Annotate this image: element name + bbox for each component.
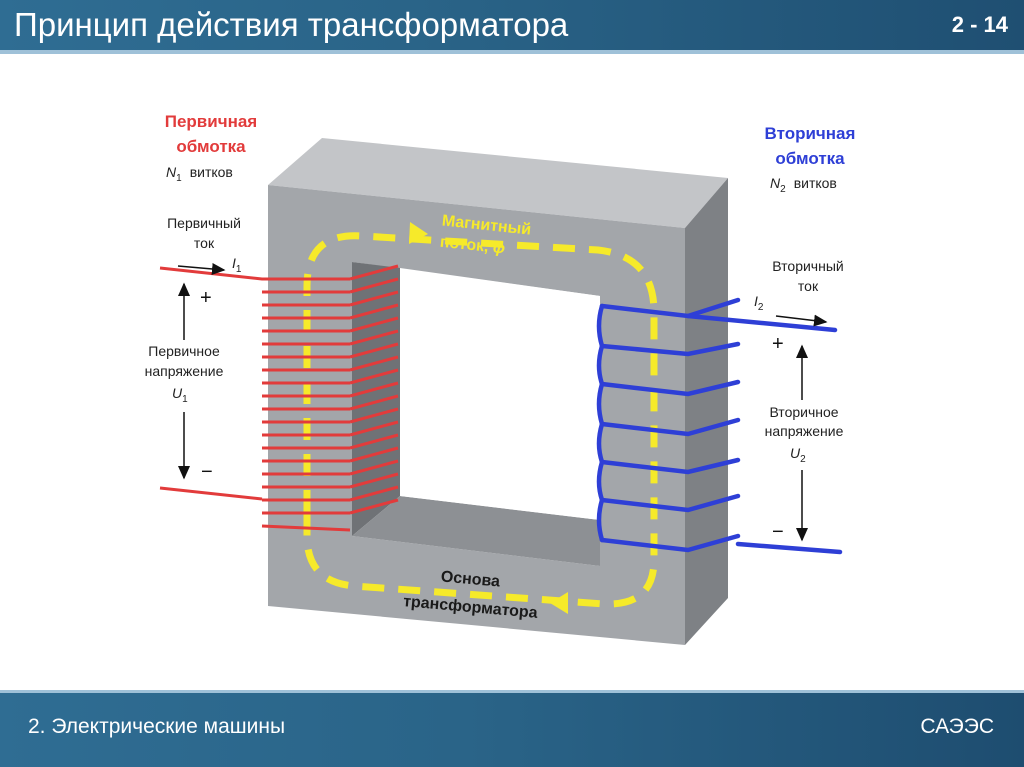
- footer-section: 2. Электрические машины: [28, 715, 286, 738]
- primary-voltage-label-line2: напряжение: [145, 363, 224, 379]
- core-top-face: [268, 138, 728, 228]
- core-window-depth-bottom: [352, 496, 600, 566]
- primary-current-label-line1: Первичный: [167, 215, 241, 231]
- slide-title: Принцип действия трансформатора: [14, 6, 569, 43]
- secondary-plus: +: [772, 333, 784, 355]
- core-window: [400, 268, 600, 520]
- slide-number: 2 - 14: [951, 12, 1008, 37]
- primary-minus: −: [201, 461, 213, 483]
- secondary-minus: −: [772, 521, 784, 543]
- core-label-line1: Основа: [440, 568, 501, 590]
- primary-current-symbol: I1: [232, 255, 242, 275]
- footer-divider: [0, 690, 1024, 693]
- secondary-voltage-symbol: U2: [790, 445, 806, 465]
- primary-winding-label-line1: Первичная: [165, 112, 257, 131]
- secondary-current-label-line1: Вторичный: [772, 258, 843, 274]
- primary-voltage-symbol: U1: [172, 385, 188, 405]
- primary-current-label-line2: ток: [194, 235, 215, 251]
- flux-arrow-top: [409, 222, 428, 244]
- primary-plus: +: [200, 287, 212, 309]
- secondary-current-arrow: [775, 314, 828, 327]
- secondary-current-symbol: I2: [754, 293, 764, 313]
- primary-winding: [159, 264, 399, 532]
- primary-winding-label-line2: обмотка: [176, 137, 246, 156]
- flux-arrow-bottom: [550, 592, 568, 614]
- secondary-winding-label-line1: Вторичная: [765, 124, 856, 143]
- core-window-depth-left: [352, 262, 400, 536]
- title-bar: Принцип действия трансформатора 2 - 14: [0, 0, 1024, 50]
- secondary-voltage-label-line2: напряжение: [765, 423, 844, 439]
- secondary-winding: [596, 297, 843, 555]
- secondary-current-label-line2: ток: [798, 278, 819, 294]
- flux-label-line2: поток, ϕ: [439, 234, 506, 258]
- magnetic-flux-path: [303, 232, 658, 608]
- footer-org: САЭЭС: [920, 715, 994, 738]
- header-divider: [0, 50, 1024, 54]
- primary-current-arrow: [177, 262, 226, 275]
- footer-bar: 2. Электрические машины САЭЭС: [0, 693, 1024, 767]
- secondary-winding-label-line2: обмотка: [775, 149, 845, 168]
- primary-voltage-label-line1: Первичное: [148, 343, 220, 359]
- core-side-face: [685, 178, 728, 645]
- secondary-voltage-label-line1: Вторичное: [769, 404, 838, 420]
